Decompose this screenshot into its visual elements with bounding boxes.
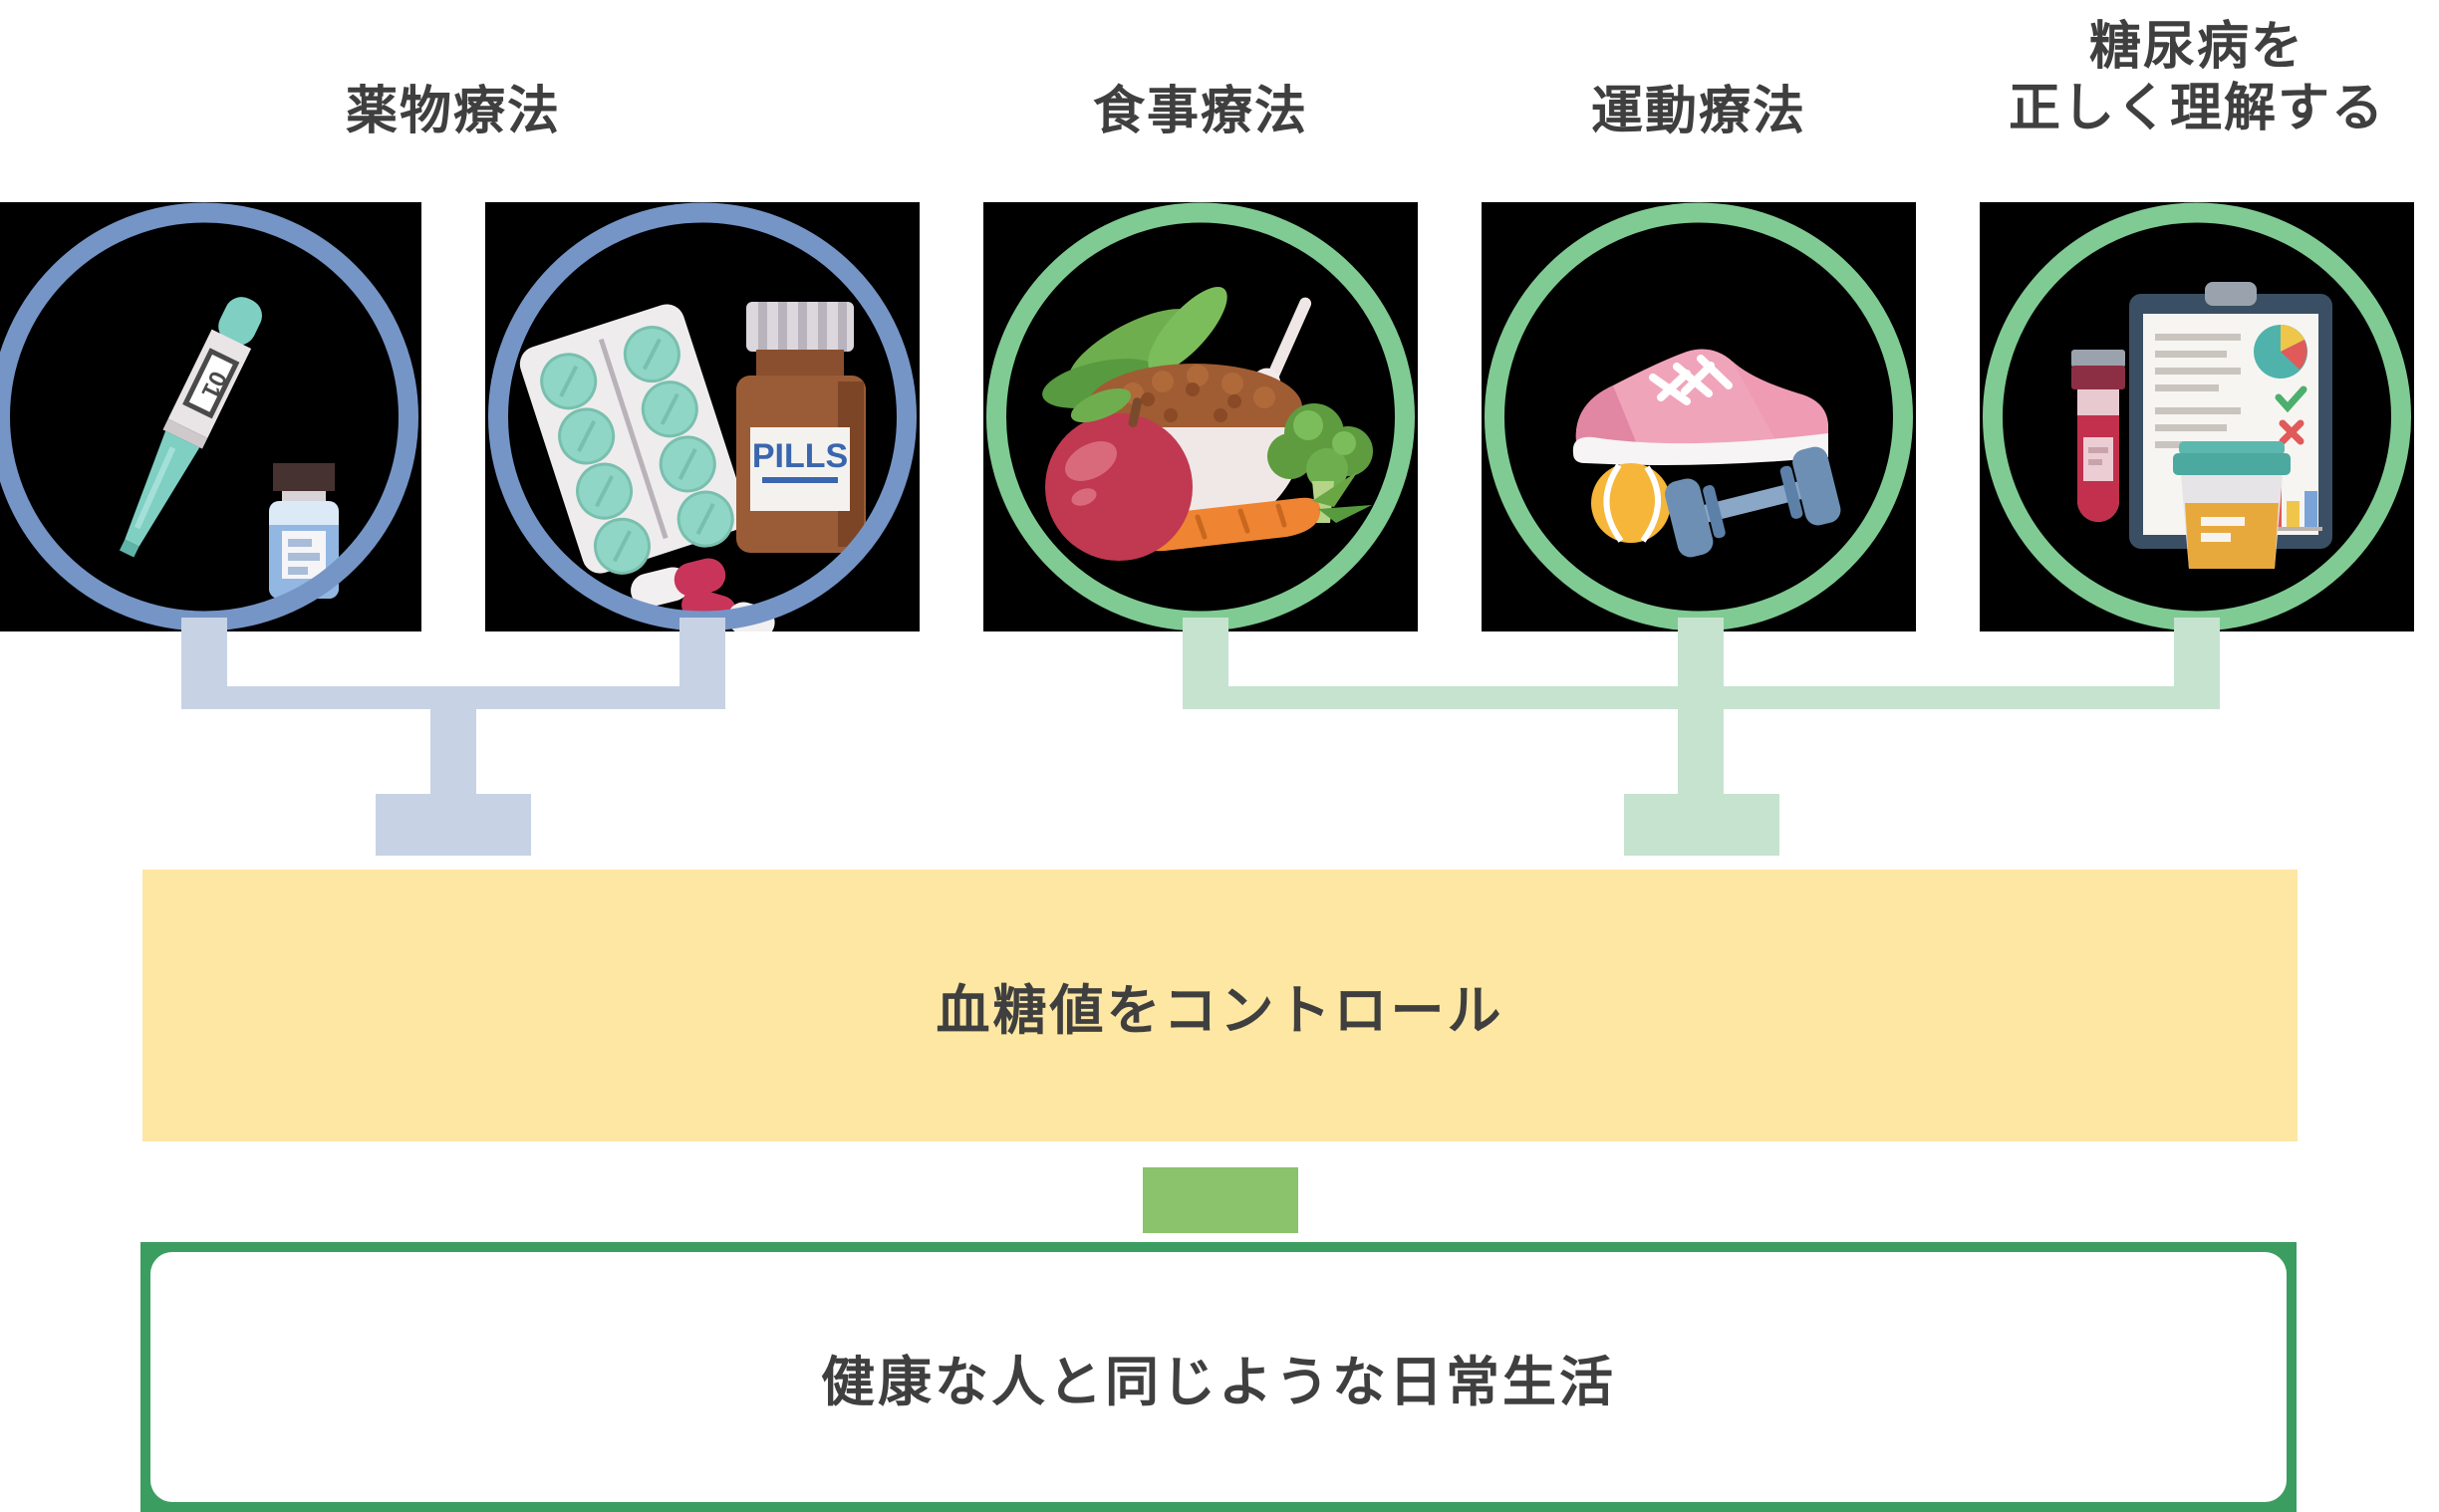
green-connector-stem bbox=[1678, 709, 1724, 794]
tennis-ball-icon bbox=[1591, 463, 1671, 543]
tile-medication-injection: 01 bbox=[0, 202, 421, 631]
goal-box-label: 健康な人と同じような日常生活 bbox=[821, 1353, 1616, 1412]
exercise-equipment-icon bbox=[1485, 202, 1913, 631]
blue-connector-stem bbox=[430, 709, 476, 794]
down-arrow bbox=[1143, 1167, 1298, 1233]
control-box-label: 血糖値をコントロール bbox=[936, 981, 1504, 1041]
tile-exercise bbox=[1482, 202, 1916, 631]
blue-arrow-head bbox=[376, 794, 531, 856]
green-connector-bar bbox=[1183, 686, 2220, 709]
green-arrow-head bbox=[1624, 794, 1779, 856]
broccoli-icon bbox=[1267, 403, 1373, 523]
apple-icon bbox=[1045, 388, 1193, 561]
check-icon bbox=[2275, 385, 2307, 413]
urine-sample-icon bbox=[2173, 441, 2291, 569]
healthy-food-icon bbox=[986, 202, 1415, 631]
control-box: 血糖値をコントロール bbox=[142, 870, 2298, 1141]
blue-connector-bar bbox=[181, 686, 725, 709]
tile-medical-tests bbox=[1980, 202, 2414, 631]
goal-box-inner: 健康な人と同じような日常生活 bbox=[150, 1252, 2287, 1502]
pie-chart-icon bbox=[2254, 325, 2307, 378]
cross-icon bbox=[2279, 419, 2304, 445]
tile-healthy-food bbox=[983, 202, 1418, 631]
label-understand-diabetes: 糖尿病を 正しく理解する bbox=[1898, 16, 2439, 139]
sneaker-icon bbox=[1572, 349, 1828, 465]
blood-tube-icon bbox=[2071, 350, 2125, 522]
pill-bottle-icon: PILLS bbox=[736, 302, 866, 553]
pill-blister-and-bottle-icon: PILLS bbox=[488, 202, 917, 631]
svg-text:PILLS: PILLS bbox=[752, 437, 848, 475]
carrot-icon bbox=[1131, 471, 1372, 552]
insulin-pen-icon: 01 bbox=[119, 297, 262, 558]
label-understand-line1: 糖尿病を bbox=[2088, 18, 2304, 76]
dumbbell-icon bbox=[1665, 446, 1841, 558]
medical-test-icon bbox=[1983, 202, 2411, 631]
pill-blister-icon bbox=[519, 304, 747, 575]
label-understand-line2: 正しく理解する bbox=[2008, 80, 2385, 137]
label-diet-therapy: 食事療法 bbox=[1092, 83, 1308, 140]
goal-box: 健康な人と同じような日常生活 bbox=[140, 1242, 2297, 1512]
label-exercise-therapy: 運動療法 bbox=[1590, 83, 1806, 140]
insulin-pen-and-vial-icon: 01 bbox=[0, 202, 418, 631]
label-medication-therapy: 薬物療法 bbox=[345, 83, 561, 140]
tile-oral-medication: PILLS bbox=[485, 202, 920, 631]
